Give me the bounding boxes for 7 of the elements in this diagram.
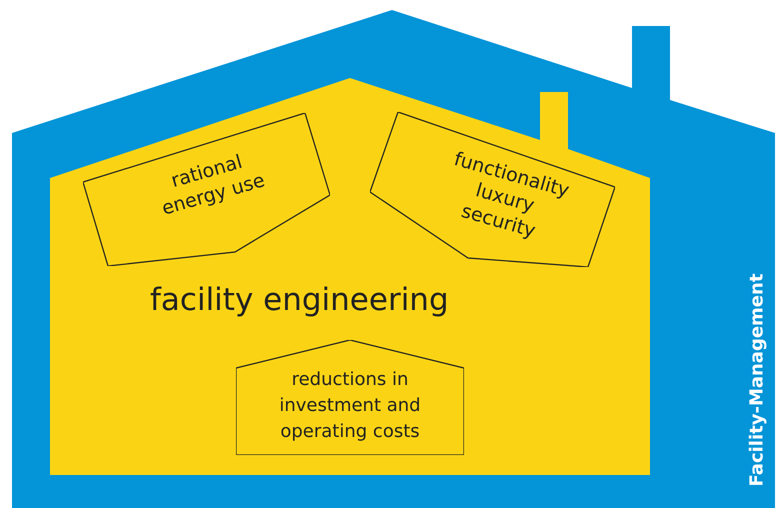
house-panel — [236, 340, 464, 455]
node-label: reductions in investment and operating costs — [278, 368, 422, 444]
node-label: facility engineering — [150, 280, 450, 320]
node-label: Facility-Management — [746, 274, 768, 486]
house-interior — [50, 78, 650, 475]
outlined-panel — [83, 113, 330, 266]
outlined-panel — [370, 112, 615, 267]
